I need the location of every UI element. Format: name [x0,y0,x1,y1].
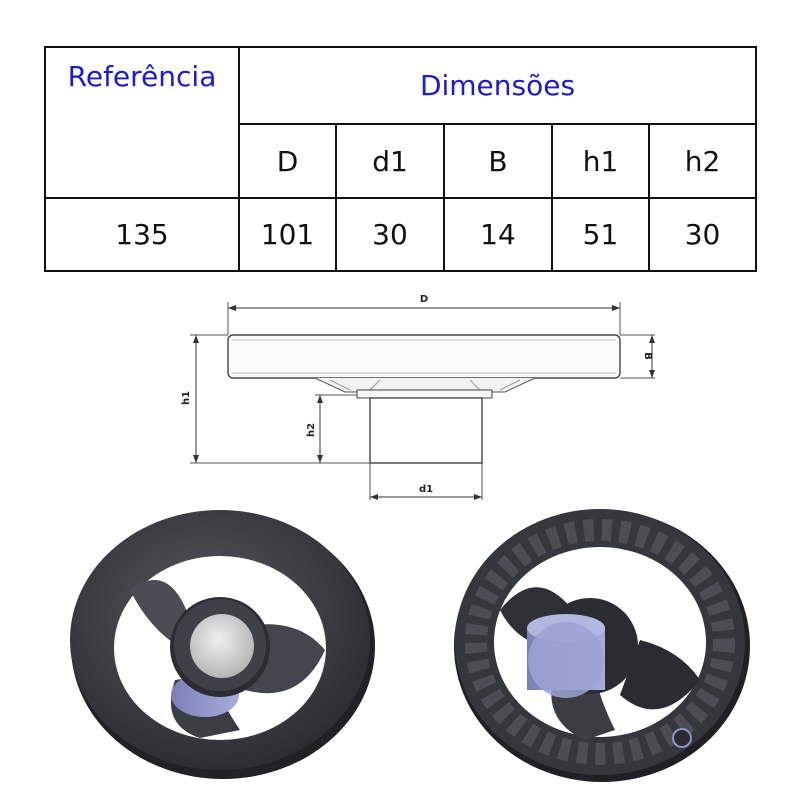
hub-side-view [369,397,483,464]
column-header-d1: d1 [335,123,445,199]
cell-d1: 30 [335,197,445,272]
column-header-h2: h2 [647,123,758,199]
cell-h2: 30 [647,197,758,272]
column-header-D: D [238,123,337,199]
handwheel-rear-render [454,509,750,782]
bush-face [528,622,604,698]
rim-side-view [227,334,621,379]
cell-reference: 135 [44,197,240,272]
dimensions-header: Dimensões [237,46,758,125]
cell-B: 14 [443,197,553,272]
column-header-h1: h1 [551,123,650,199]
cell-h1: 51 [551,197,650,272]
label-d1: d1 [419,484,433,495]
technical-drawing: D B h1 h2 d1 [181,294,655,500]
label-h2: h2 [306,423,317,437]
label-B: B [642,352,653,360]
reference-header: Referência [44,46,240,199]
handwheel-front-render [70,510,375,779]
screw-hole [672,728,692,748]
label-h1: h1 [181,391,192,405]
hub-face [190,614,254,678]
table-row: 135 101 30 14 51 30 [44,197,758,272]
dimensions-table: Referência Dimensões D d1 B h1 h2 135 10… [44,46,758,272]
label-D: D [420,294,428,305]
column-header-B: B [443,123,553,199]
cell-D: 101 [238,197,337,272]
hub-collar [356,389,493,399]
handwheel-renders [70,509,750,782]
